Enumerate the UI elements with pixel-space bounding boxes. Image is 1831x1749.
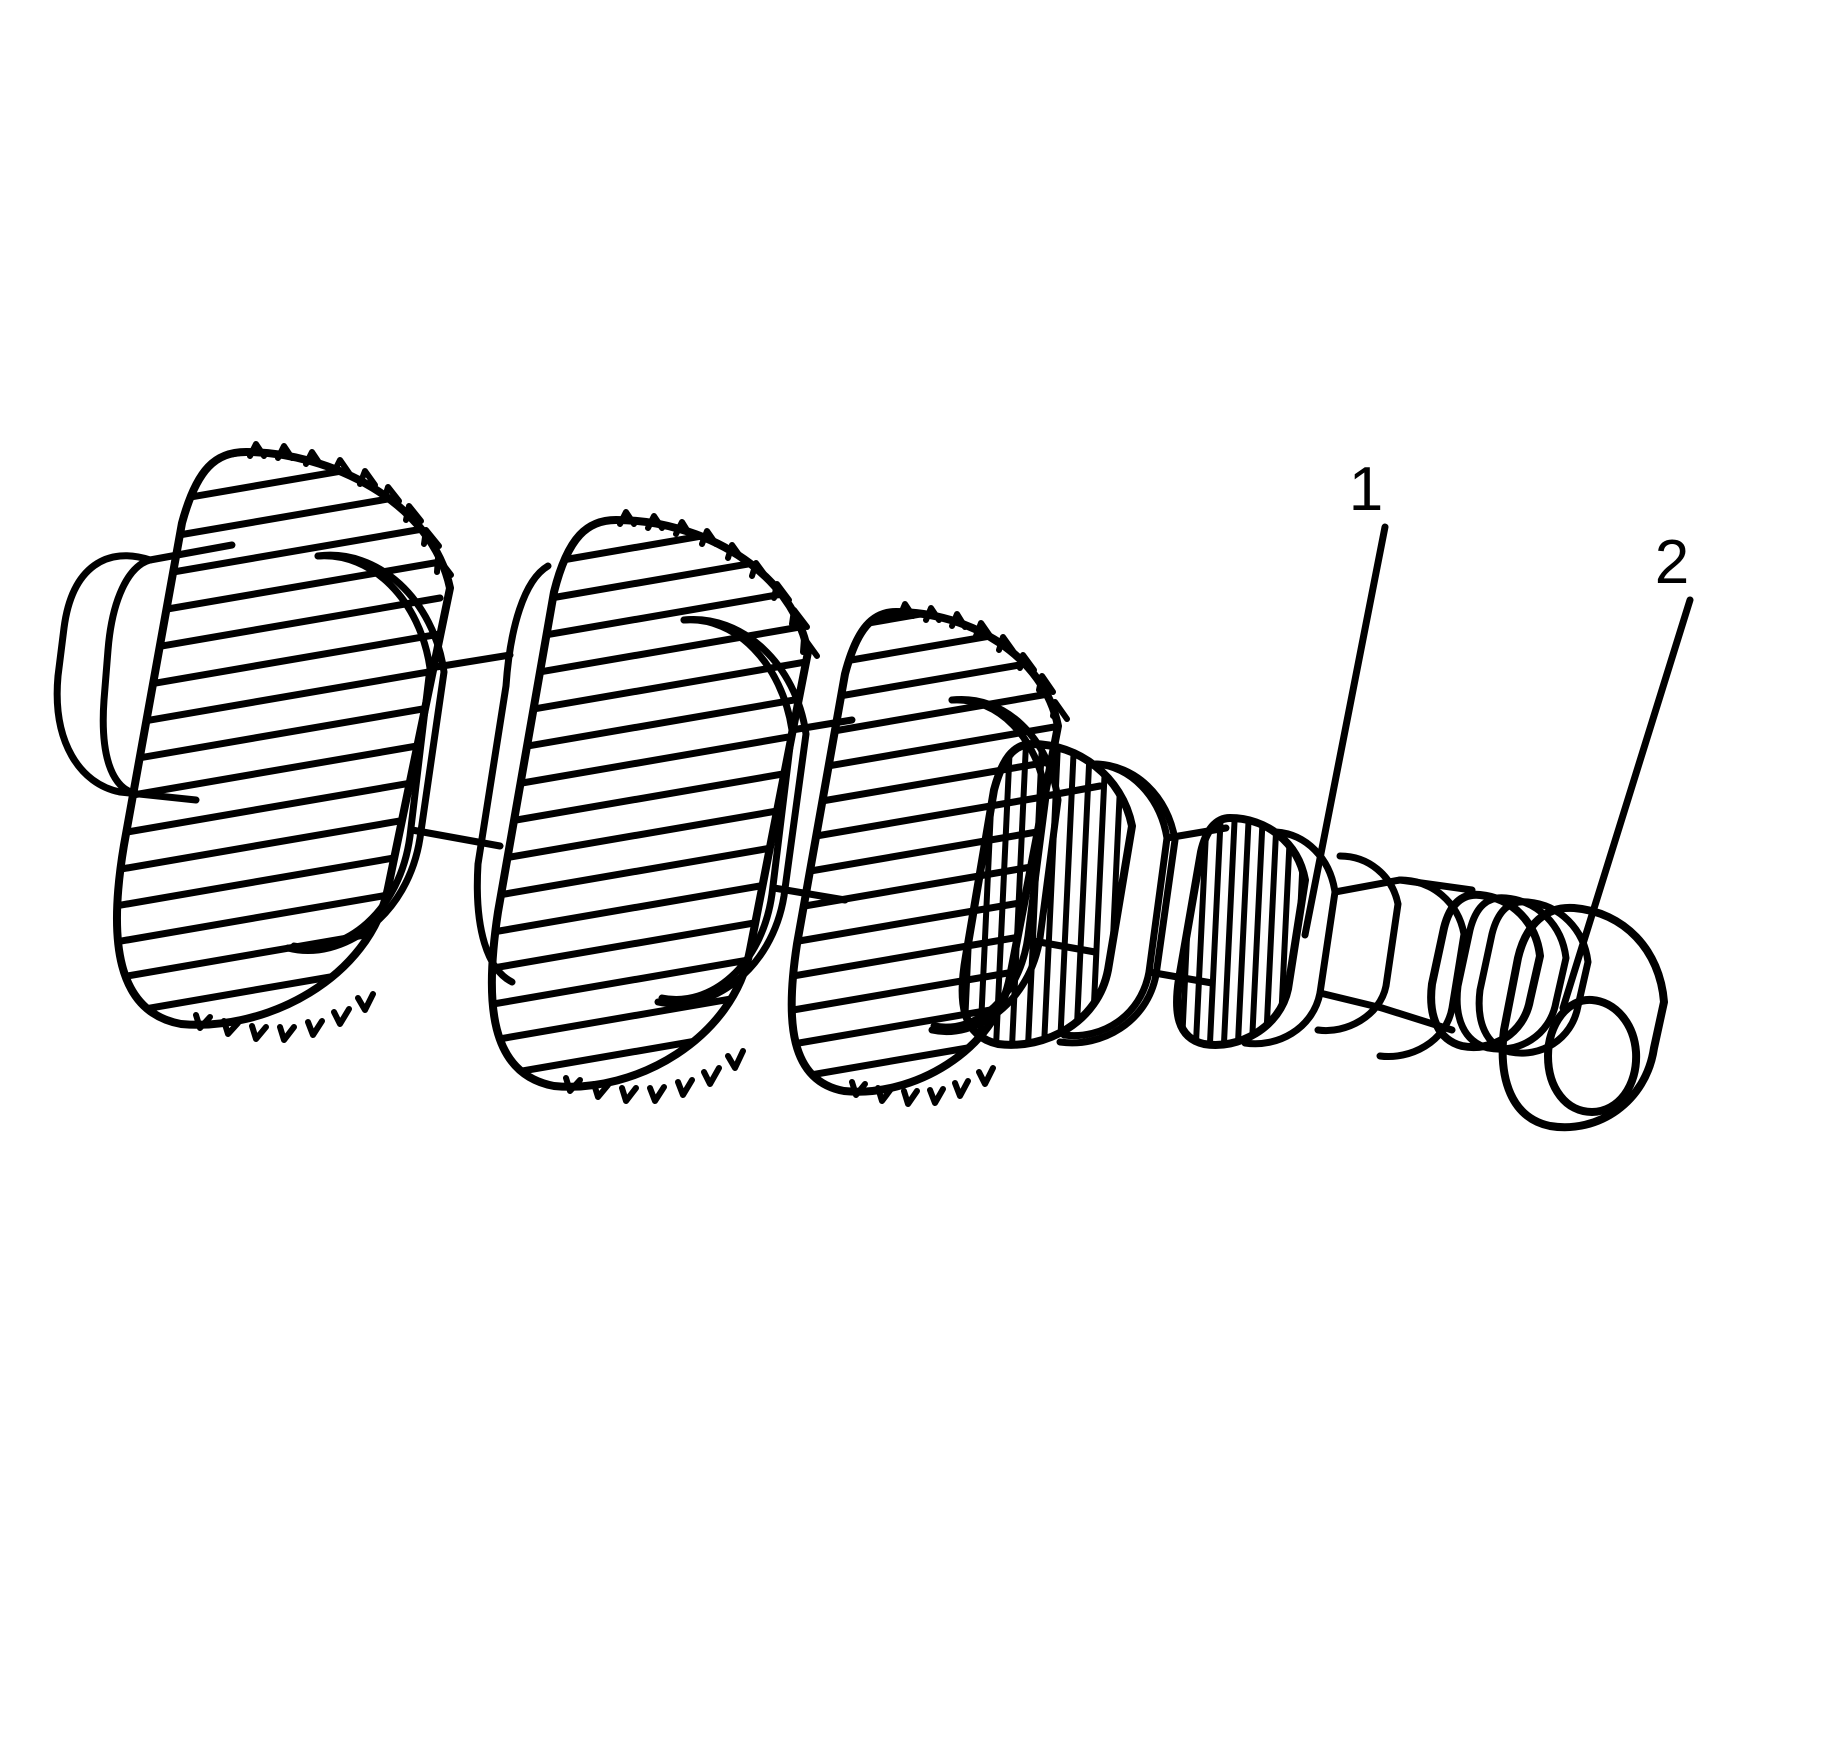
- gear-1-crest-teeth: [247, 441, 454, 578]
- gear-2: [473, 509, 820, 1104]
- gear-3-bottom-teeth: [849, 1065, 996, 1107]
- shaft-assembly: [53, 441, 1668, 1132]
- gear-2-crest-teeth: [617, 509, 820, 659]
- gear-1: [113, 441, 454, 1043]
- callout-label-2: 2: [1655, 528, 1689, 597]
- spline-band-large: [958, 740, 1179, 1049]
- callout-leaders: [1301, 523, 1694, 1012]
- gear-2-bottom-teeth: [563, 1048, 746, 1104]
- leader-line-2: [1559, 596, 1694, 1012]
- end-nose: [1378, 876, 1668, 1132]
- gear-1-bottom-teeth: [193, 991, 376, 1043]
- callout-label-1: 1: [1349, 455, 1383, 524]
- leader-line-1: [1301, 523, 1389, 939]
- gear-3-crest-teeth: [897, 601, 1070, 722]
- shaft-segment-1-2: [408, 651, 514, 850]
